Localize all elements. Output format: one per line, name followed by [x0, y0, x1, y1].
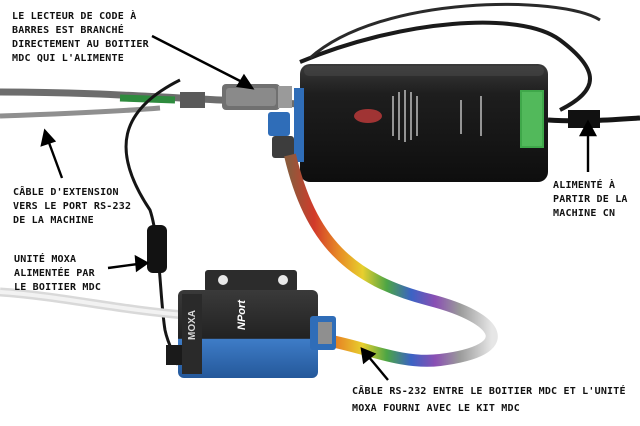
annotation-line: MOXA FOURNI AVEC LE KIT MDC [352, 403, 520, 414]
annotation-line: VERS LE PORT RS-232 [13, 201, 132, 212]
power-cable-top [299, 20, 592, 112]
annotation-power: ALIMENTÉ À PARTIR DE LA MACHINE CN [553, 179, 628, 221]
annotation-extension-cable: CÂBLE D'EXTENSION VERS LE PORT RS-232 DE… [13, 186, 131, 228]
annotation-line: BARRES EST BRANCHÉ [12, 25, 124, 36]
extension-cable-gray-2 [0, 105, 161, 119]
annotation-barcode-reader: LE LECTEUR DE CODE À BARRES EST BRANCHÉ … [12, 10, 149, 66]
ferrite-core [147, 225, 167, 273]
green-cable-segment [119, 94, 176, 104]
nport-brand-text: NPort [236, 299, 248, 330]
annotation-line: DE LA MACHINE [13, 215, 94, 226]
power-plug [568, 110, 600, 128]
power-cable-top-2 [308, 2, 601, 60]
annotation-line: ALIMENTÉ À [553, 180, 616, 191]
annotation-line: MACHINE CN [553, 208, 616, 219]
db9-connector-bottom [272, 136, 294, 158]
barcode-reader-connector [222, 84, 292, 110]
moxa-power-cable [124, 78, 181, 366]
annotation-moxa-unit: UNITÉ MOXA ALIMENTÉE PAR LE BOITIER MDC [14, 253, 101, 295]
arrow-rs232 [367, 355, 389, 381]
annotation-line: CÂBLE D'EXTENSION [13, 187, 119, 198]
annotation-line: LE LECTEUR DE CODE À [12, 11, 137, 22]
annotation-line: MDC QUI L'ALIMENTE [12, 53, 124, 64]
annotation-line: PARTIR DE LA [553, 194, 628, 205]
db9-connector-top [268, 112, 290, 136]
annotation-arrows [40, 34, 598, 381]
annotation-line: ALIMENTÉE PAR [14, 268, 95, 279]
annotation-line: UNITÉ MOXA [14, 254, 77, 265]
arrow-moxa [107, 262, 139, 270]
ribbon-cable [284, 153, 498, 367]
annotation-line: CÂBLE RS-232 ENTRE LE BOITIER MDC ET L'U… [352, 386, 626, 397]
arrow-extension [46, 139, 64, 179]
annotation-line: LE BOITIER MDC [14, 282, 102, 293]
annotation-rs232-cable: CÂBLE RS-232 ENTRE LE BOITIER MDC ET L'U… [352, 383, 626, 417]
moxa-brand-text: MOXA [187, 310, 198, 340]
annotation-line: DIRECTEMENT AU BOITIER [12, 39, 149, 50]
arrow-reader [151, 34, 247, 86]
moxa-unit: MOXA NPort [166, 270, 336, 378]
mdc-box [300, 64, 548, 182]
gray-plug [180, 92, 205, 108]
